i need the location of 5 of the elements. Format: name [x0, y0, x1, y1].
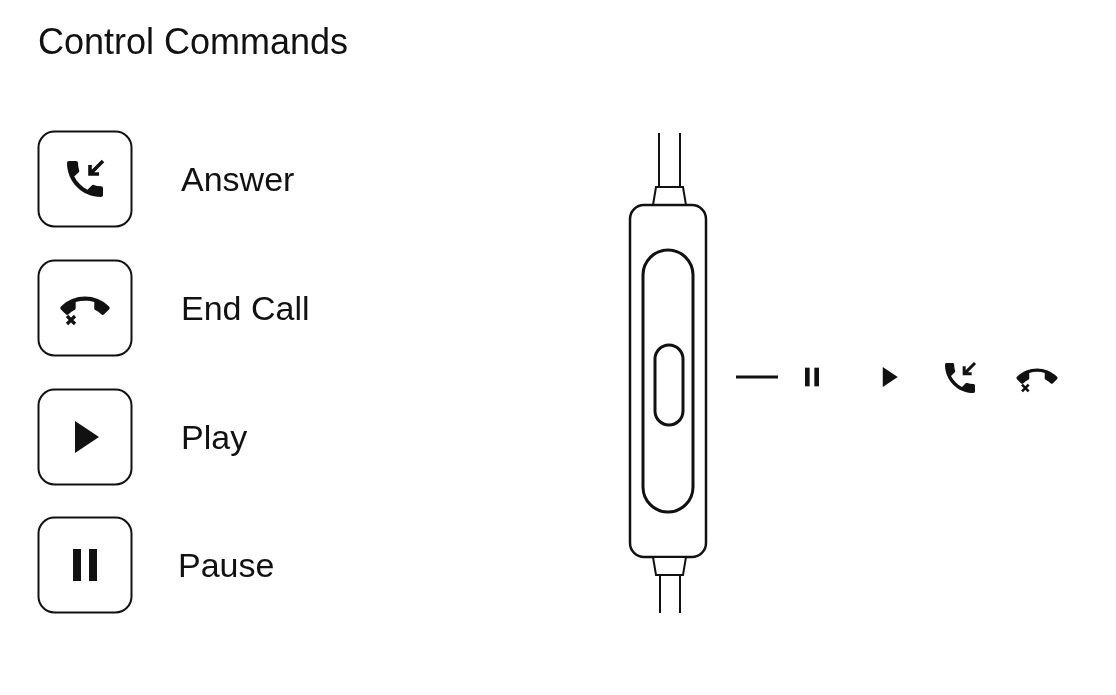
command-label: Play — [181, 417, 248, 457]
command-label: End Call — [181, 288, 310, 328]
command-label: Pause — [178, 545, 275, 585]
title: Control Commands — [38, 22, 349, 62]
command-label: Answer — [181, 159, 295, 199]
